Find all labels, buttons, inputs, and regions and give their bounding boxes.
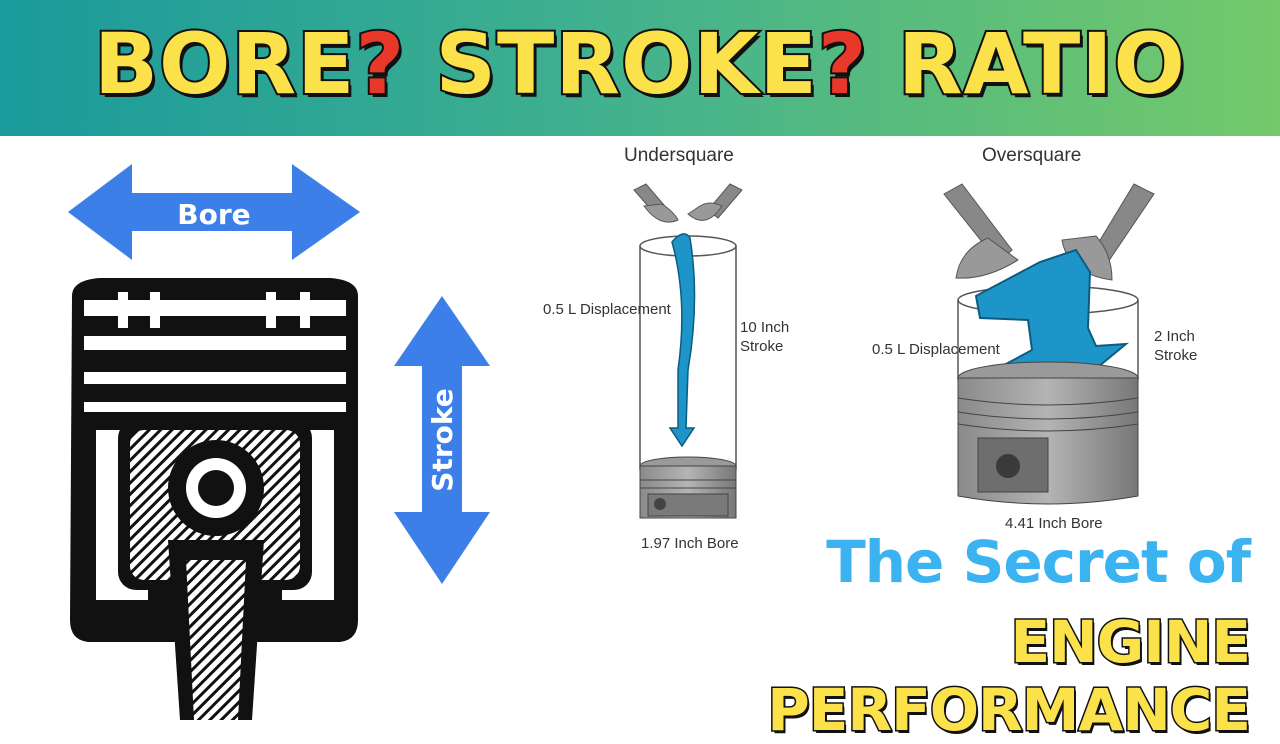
- tagline-engine-performance: ENGINE PERFORMANCE: [766, 607, 1253, 744]
- stroke-arrow: Stroke: [394, 296, 490, 584]
- title-question-mark-2: ?: [816, 13, 869, 115]
- oversquare-stroke-line1: 2 Inch: [1154, 328, 1195, 345]
- oversquare-flow-arrow: [974, 248, 1130, 392]
- oversquare-diagram: [943, 183, 1155, 505]
- oversquare-displacement: 0.5 L Displacement: [872, 341, 1000, 358]
- banner-title: BORE? STROKE? RATIO: [0, 0, 1280, 136]
- tagline-secret: The Secret of: [826, 528, 1251, 596]
- bore-arrow: Bore: [68, 164, 360, 260]
- oversquare-exhaust-valve: [1061, 183, 1155, 281]
- undersquare-intake-valve: [633, 183, 679, 223]
- illustration: Bore Stroke: [68, 164, 1155, 720]
- undersquare-diagram: [633, 183, 743, 519]
- title-bore: BORE: [92, 13, 356, 115]
- undersquare-piston: [639, 456, 737, 519]
- undersquare-flow-arrow: [668, 233, 696, 448]
- stroke-arrow-label: Stroke: [426, 388, 459, 491]
- undersquare-bore: 1.97 Inch Bore: [641, 535, 739, 552]
- undersquare-displacement: 0.5 L Displacement: [543, 301, 671, 318]
- title-ratio: RATIO: [867, 13, 1187, 115]
- oversquare-intake-valve: [943, 183, 1019, 279]
- title-question-mark-1: ?: [354, 13, 407, 115]
- undersquare-stroke-line1: 10 Inch: [740, 319, 790, 336]
- oversquare-stroke-line2: Stroke: [1154, 347, 1198, 364]
- oversquare-bore: 4.41 Inch Bore: [1005, 515, 1103, 532]
- oversquare-title: Oversquare: [982, 145, 1082, 166]
- undersquare-stroke-line2: Stroke: [740, 338, 784, 355]
- undersquare-exhaust-valve: [687, 183, 743, 221]
- bore-arrow-label: Bore: [177, 198, 250, 231]
- title-banner: [0, 0, 1280, 136]
- undersquare-title: Undersquare: [624, 145, 734, 166]
- oversquare-piston: [957, 361, 1139, 505]
- title-stroke: STROKE: [405, 13, 818, 115]
- piston-icon: [70, 278, 358, 720]
